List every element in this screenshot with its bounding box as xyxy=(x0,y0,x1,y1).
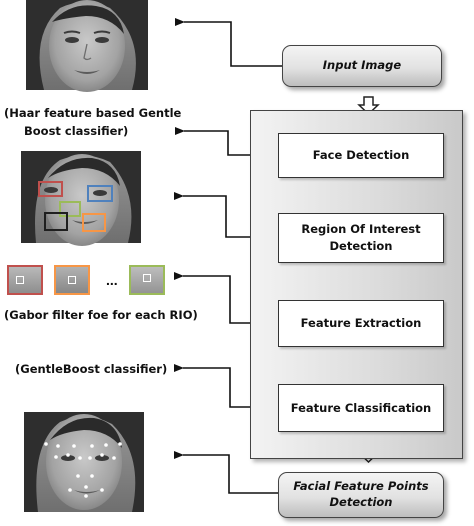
landmarks-face-photo xyxy=(24,412,144,512)
connector-output xyxy=(174,451,278,494)
output-label-line1: Facial Feature Points xyxy=(293,479,429,494)
feature-classification-node: Feature Classification xyxy=(278,384,444,432)
down-arrow-1 xyxy=(357,96,380,116)
input-face-photo xyxy=(26,0,148,92)
roi-nose-box xyxy=(59,201,81,217)
face-detection-node: Face Detection xyxy=(278,133,444,178)
haar-annotation: (Haar feature based Gentle Boost classif… xyxy=(4,104,181,141)
roi-face-photo xyxy=(21,151,141,246)
swatch-marker-icon xyxy=(16,276,24,284)
output-node: Facial Feature Points Detection xyxy=(278,472,444,518)
haar-annotation-line1: (Haar feature based Gentle xyxy=(4,106,182,120)
feature-extraction-node: Feature Extraction xyxy=(278,300,444,347)
connector-input xyxy=(175,18,282,67)
gentleboost-annotation: (GentleBoost classifier) xyxy=(15,360,167,378)
swatch-marker-icon xyxy=(143,274,151,282)
roi-swatch-1 xyxy=(7,265,43,295)
output-label-line2: Detection xyxy=(329,495,393,509)
gentleboost-annotation-text: (GentleBoost classifier) xyxy=(15,362,168,376)
roi-swatch-2 xyxy=(54,265,90,295)
feature-extraction-label: Feature Extraction xyxy=(300,316,422,331)
swatch-marker-icon xyxy=(68,276,76,284)
roi-right-eye-box xyxy=(87,185,113,202)
gabor-annotation: (Gabor filter foe for each RIO) xyxy=(4,306,198,324)
roi-swatch-3 xyxy=(129,265,165,295)
roi-mouth-left-box xyxy=(44,212,68,231)
landmark-points xyxy=(44,442,122,498)
face-detection-label: Face Detection xyxy=(312,148,410,163)
gabor-annotation-text: (Gabor filter foe for each RIO) xyxy=(4,308,198,322)
input-image-node: Input Image xyxy=(282,45,442,87)
roi-mouth-right-box xyxy=(82,213,106,232)
haar-annotation-line2: Boost classifier) xyxy=(24,124,129,139)
roi-detection-label-line1: Region Of Interest xyxy=(301,222,421,237)
input-image-label: Input Image xyxy=(322,58,402,73)
roi-detection-label-line2: Detection xyxy=(329,239,393,253)
swatch-ellipsis: ... xyxy=(106,272,118,288)
roi-left-eye-box xyxy=(38,181,63,197)
feature-classification-label: Feature Classification xyxy=(290,400,432,415)
roi-detection-node: Region Of Interest Detection xyxy=(278,213,444,263)
